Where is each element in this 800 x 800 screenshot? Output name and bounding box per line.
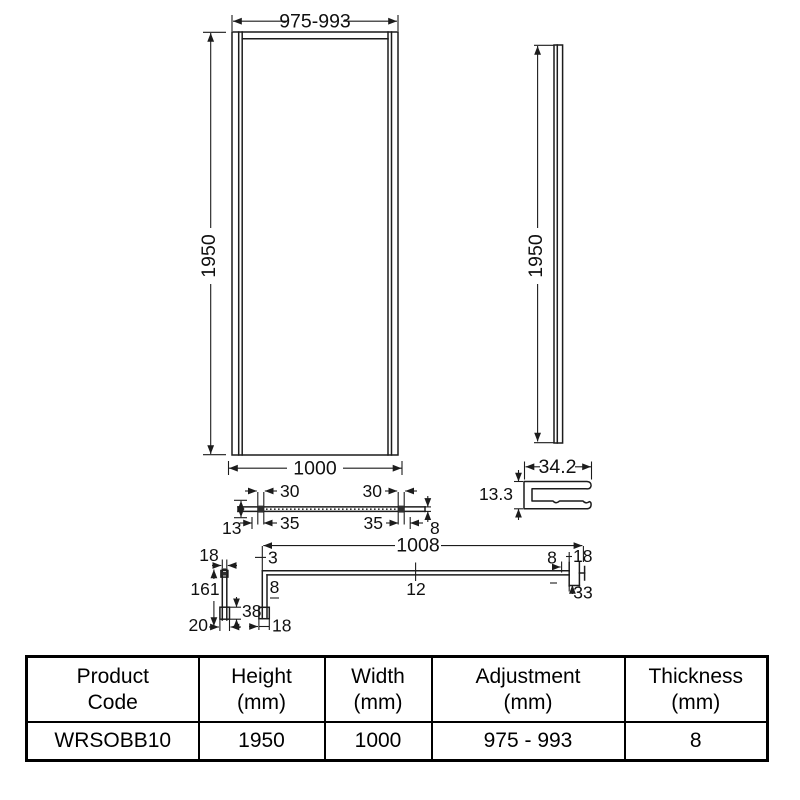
section-right-bottom-label: 35 — [364, 513, 383, 533]
section-left-height-label: 13 — [222, 518, 241, 538]
side-height-label: 1950 — [525, 234, 547, 278]
bar-leg-foot-label: 18 — [272, 616, 291, 636]
header-height: Height (mm) — [197, 655, 326, 723]
post-height-label: 161 — [190, 579, 219, 599]
cell-width: 1000 — [323, 721, 433, 762]
header-adjustment: Adjustment (mm) — [430, 655, 626, 723]
header-line: (mm) — [671, 690, 721, 714]
front-view-outline — [231, 31, 399, 456]
front-top-width-label: 975-993 — [279, 11, 351, 33]
header-line: (mm) — [237, 690, 286, 714]
table-header-row: Product Code Height (mm) Width (mm) Adju… — [25, 655, 769, 723]
section-right-top-label: 30 — [363, 481, 383, 501]
header-line: Adjustment — [475, 664, 581, 688]
side-view: 1950 — [525, 44, 564, 444]
support-bar-detail: 1008 3 12 8 18 8 18 33 — [249, 534, 593, 636]
profile-depth-label: 13.3 — [479, 484, 513, 504]
header-line: Height — [231, 664, 292, 688]
product-spec-table: Product Code Height (mm) Width (mm) Adju… — [25, 655, 769, 762]
section-thickness-label: 8 — [430, 518, 440, 538]
front-view: 975-993 1950 1000 — [198, 11, 403, 480]
cell-product-code: WRSOBB10 — [25, 721, 200, 762]
profile-width-label: 34.2 — [539, 456, 577, 478]
header-line: (mm) — [503, 690, 553, 714]
left-clamp-block — [257, 505, 264, 513]
bar-wall-label: 3 — [268, 547, 278, 567]
profile-outline — [523, 480, 592, 510]
cell-height: 1950 — [197, 721, 326, 762]
side-view-outline — [553, 44, 564, 444]
right-clamp-block — [398, 505, 405, 513]
cell-thickness: 8 — [623, 721, 769, 762]
bar-end-cap-label: 18 — [573, 546, 592, 566]
bar-end-drop-label: 33 — [573, 583, 592, 603]
header-thickness: Thickness (mm) — [623, 655, 769, 723]
header-line: Thickness — [648, 664, 744, 688]
header-width: Width (mm) — [323, 655, 433, 723]
header-line: Code — [87, 690, 138, 714]
header-line: (mm) — [353, 690, 403, 714]
table-data-row: WRSOBB10 1950 1000 975 - 993 8 — [25, 721, 769, 762]
post-foot-width-label: 20 — [189, 615, 209, 635]
bar-mid-label: 12 — [406, 579, 425, 599]
support-post-detail: 18 161 38 20 — [189, 545, 262, 635]
front-height-label: 1950 — [198, 234, 220, 278]
post-width-label: 18 — [199, 545, 218, 565]
cell-adjustment: 975 - 993 — [430, 721, 626, 762]
section-left-bottom-label: 35 — [280, 513, 299, 533]
front-bottom-width-label: 1000 — [293, 458, 337, 480]
header-line: Width — [351, 664, 405, 688]
bar-leg-width-label: 8 — [270, 577, 280, 597]
bar-end-offset-label: 8 — [547, 548, 557, 568]
header-product-code: Product Code — [25, 655, 200, 723]
post-foot-height-label: 38 — [242, 601, 261, 621]
section-left-top-label: 30 — [280, 481, 300, 501]
wall-profile-section: 34.2 13.3 — [479, 456, 593, 520]
bar-length-label: 1008 — [396, 534, 439, 556]
header-line: Product — [76, 664, 149, 688]
glass-top-section: 30 30 35 35 13 8 — [222, 481, 440, 538]
post-foot — [219, 606, 231, 620]
bar-foot — [258, 606, 271, 620]
